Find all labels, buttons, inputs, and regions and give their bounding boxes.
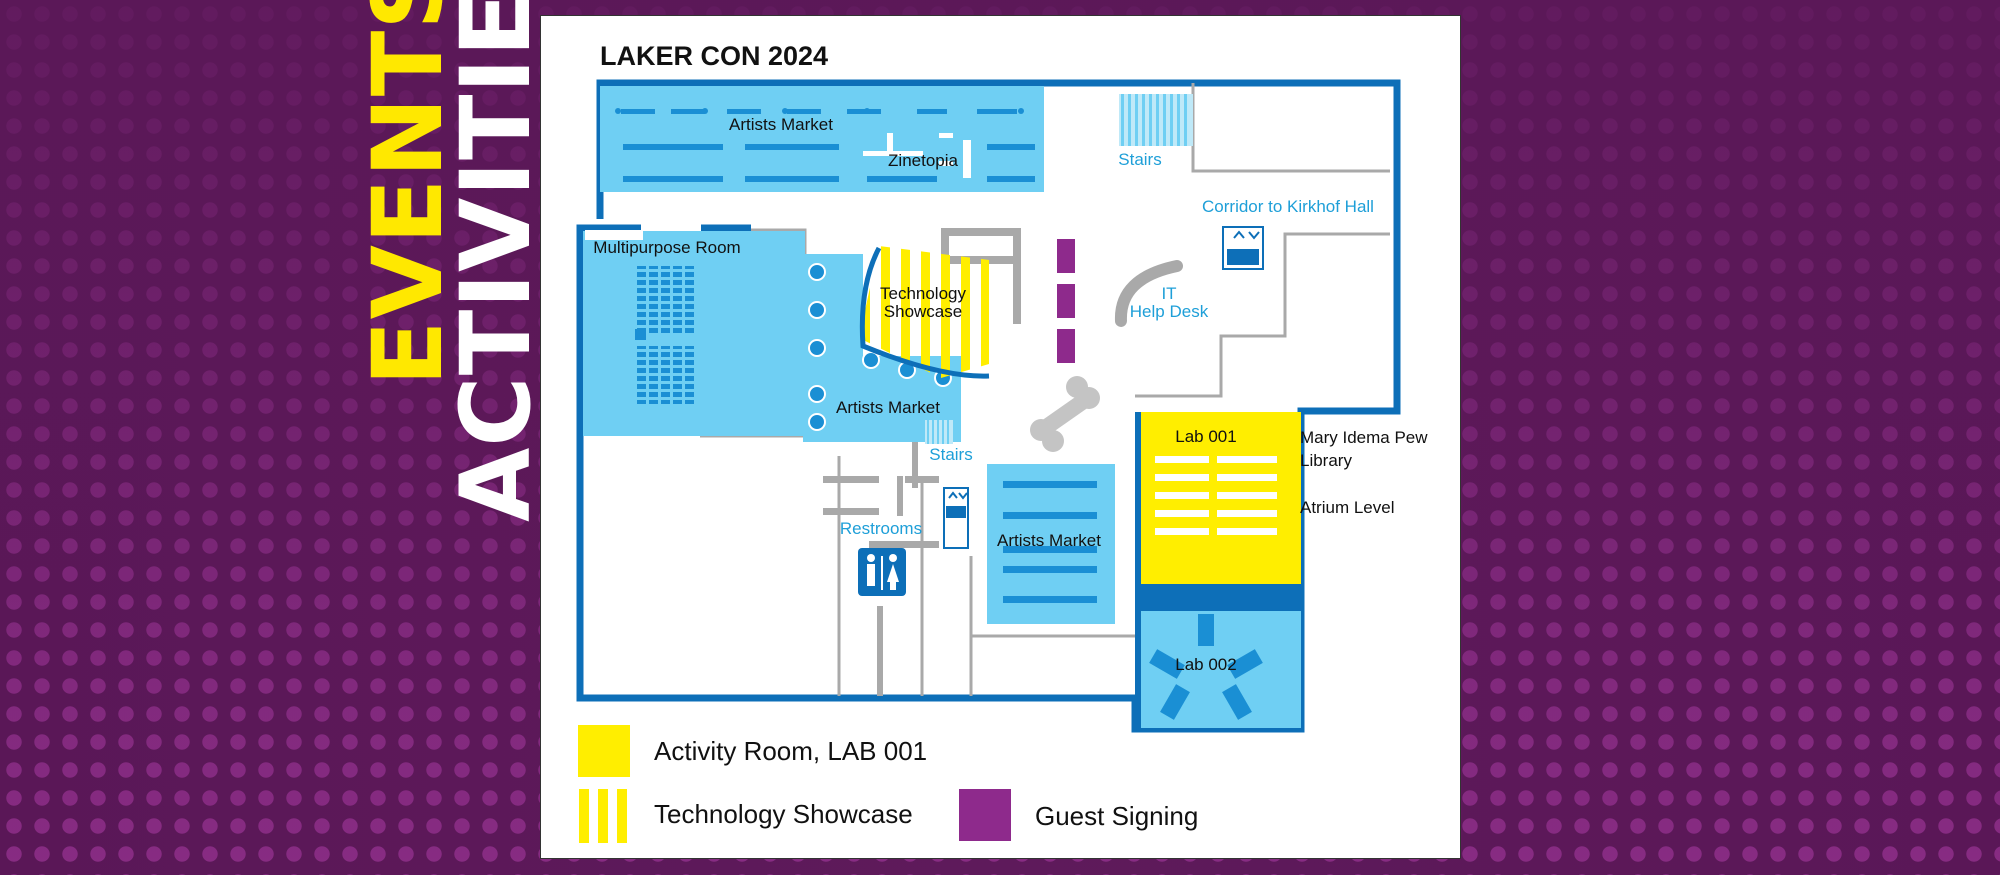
legend-swatch-activity-room	[578, 725, 630, 777]
corridor-label: Corridor to Kirkhof Hall	[1202, 197, 1374, 216]
stairs-middle	[925, 420, 953, 444]
technology-showcase-label-2: Showcase	[884, 302, 962, 321]
legend-swatch-guest-signing	[959, 789, 1011, 841]
elevator-icon	[1222, 226, 1264, 270]
multipurpose-seating	[635, 266, 697, 404]
it-help-desk-label-1: IT	[1161, 284, 1176, 303]
technology-showcase-label-1: Technology	[880, 284, 967, 303]
legend-guest-signing-label: Guest Signing	[1035, 801, 1198, 831]
lab-divider	[1135, 583, 1301, 611]
elevator-icon	[943, 487, 969, 549]
technology-showcase-area	[859, 246, 989, 378]
map-card: LAKER CON 2024	[540, 15, 1461, 859]
stairs-top	[1119, 94, 1193, 146]
restroom-icon	[858, 548, 906, 596]
map-title: LAKER CON 2024	[600, 41, 828, 71]
artists-market-lower-tables	[1003, 481, 1097, 603]
atrium-level-label: Atrium Level	[1300, 498, 1394, 517]
artists-market-middle-tables	[808, 263, 952, 431]
technology-showcase-border	[859, 246, 990, 379]
lab-002-desks	[1149, 614, 1263, 720]
legend-activity-room-label: Activity Room, LAB 001	[654, 736, 927, 766]
artists-market-top-tables	[615, 108, 1035, 182]
artists-market-lower-label: Artists Market	[997, 531, 1101, 550]
lab-001-label: Lab 001	[1175, 427, 1236, 446]
zinetopia-label: Zinetopia	[888, 151, 958, 170]
it-help-desk-counter	[1114, 260, 1183, 327]
activities-heading: ACTIVITIES	[440, 0, 552, 522]
legend-swatch-technology-showcase	[579, 789, 627, 843]
map-legend: Activity Room, LAB 001 Technology Showca…	[578, 725, 1198, 843]
library-label-2: Library	[1300, 451, 1352, 470]
restrooms-label: Restrooms	[840, 519, 922, 538]
legend-technology-showcase-label: Technology Showcase	[654, 799, 913, 829]
lab-wall-left	[1135, 412, 1141, 728]
zinetopia-tables	[863, 133, 971, 178]
floor-map: LAKER CON 2024	[576, 41, 1428, 843]
multipurpose-door-gap	[585, 230, 643, 240]
bone-shape	[1030, 376, 1100, 452]
artists-market-middle-label: Artists Market	[836, 398, 940, 417]
artists-market-top-label: Artists Market	[729, 115, 833, 134]
guest-signing-stations	[1057, 239, 1075, 363]
lab-002-label: Lab 002	[1175, 655, 1236, 674]
lab-001-desks	[1155, 456, 1277, 535]
multipurpose-room-label: Multipurpose Room	[593, 238, 740, 257]
library-label-1: Mary Idema Pew	[1300, 428, 1428, 447]
it-help-desk-label-2: Help Desk	[1130, 302, 1209, 321]
stairs-middle-label: Stairs	[929, 445, 972, 464]
building-walls	[576, 79, 1401, 733]
stairs-top-label: Stairs	[1118, 150, 1161, 169]
